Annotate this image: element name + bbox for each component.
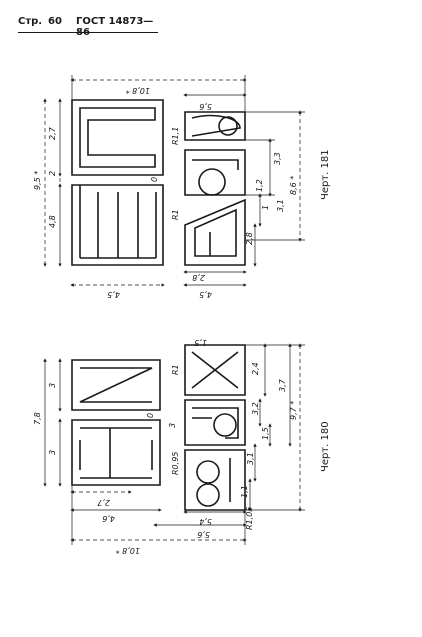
dim-upper-h28: 2,8	[245, 232, 254, 245]
dim-lower-h37: 3,7	[278, 378, 287, 392]
glyph-x	[184, 344, 246, 396]
dim-upper-height-total: 9,5 *	[33, 171, 42, 190]
glyph-2	[184, 111, 246, 141]
dim-lower-h3a: 3	[48, 383, 57, 388]
glyph-v	[184, 449, 246, 511]
page-header: Стр. 60 ГОСТ 14873—86	[18, 12, 158, 38]
glyph-sh	[71, 184, 164, 266]
dim-upper-h12: 1,2	[255, 179, 264, 192]
dim-upper-total-width: 10,8 *	[126, 86, 150, 95]
dim-upper-r1: R1	[171, 209, 180, 220]
dim-lower-gap0: 0	[146, 413, 155, 418]
dim-upper-h33: 3,3	[273, 152, 282, 165]
dim-upper-r11: R1,1	[171, 127, 180, 145]
dim-lower-height-total: 7,8	[33, 412, 42, 425]
glyph-n	[71, 359, 161, 411]
glyph-soft-sign	[184, 399, 246, 446]
caption-upper: Черт. 181	[320, 149, 331, 200]
dim-upper-h48: 4,8	[48, 215, 57, 228]
dim-lower-h24: 2,4	[251, 362, 260, 375]
caption-lower: Черт. 180	[320, 421, 331, 472]
dim-lower-width27: 2,7	[96, 498, 110, 507]
dim-lower-h32: 3,2	[251, 402, 260, 415]
dim-lower-h15: 1,5	[261, 427, 270, 440]
dim-lower-h31: 3,1	[246, 452, 255, 465]
dim-lower-width54: 5,4	[199, 517, 212, 526]
dim-lower-h15top: 1,5	[194, 338, 207, 347]
standard-code: ГОСТ 14873—86	[76, 16, 154, 38]
glyph-i	[71, 419, 161, 486]
glyph-a	[184, 198, 246, 266]
dim-upper-gap0: 0	[150, 177, 159, 182]
dim-lower-r1: R1	[171, 364, 180, 375]
dim-lower-h11: 1,1	[240, 485, 249, 498]
dim-upper-width-s: 5,6	[199, 102, 212, 111]
dim-upper-h86: 8,6 *	[289, 176, 298, 195]
dim-lower-r095: R0,95	[171, 452, 180, 475]
dim-upper-width-a: 4,5	[199, 290, 212, 299]
dim-upper-h1: 1	[261, 205, 270, 210]
dim-lower-width46: 4,6	[102, 514, 115, 523]
page-label: Стр.	[18, 16, 43, 27]
dim-upper-h2: 2	[48, 171, 57, 176]
dim-lower-width56: 5,6	[197, 530, 210, 539]
dim-lower-h3b: 3	[48, 450, 57, 455]
dim-lower-r105: R1,05	[245, 507, 254, 530]
glyph-r	[184, 149, 246, 196]
dim-lower-h97: 9,7 *	[289, 401, 298, 420]
dim-upper-width-sh: 4,5	[107, 290, 120, 299]
glyph-s	[71, 99, 164, 176]
dim-upper-h31: 3,1	[276, 199, 285, 212]
dim-upper-width-a-bottom: 2,8	[192, 273, 205, 282]
dim-lower-total-width: 10,8 *	[116, 546, 140, 555]
page-number: 60	[48, 16, 62, 27]
dim-lower-h3c: 3	[168, 423, 177, 428]
dim-upper-h27: 2,7	[48, 126, 57, 140]
